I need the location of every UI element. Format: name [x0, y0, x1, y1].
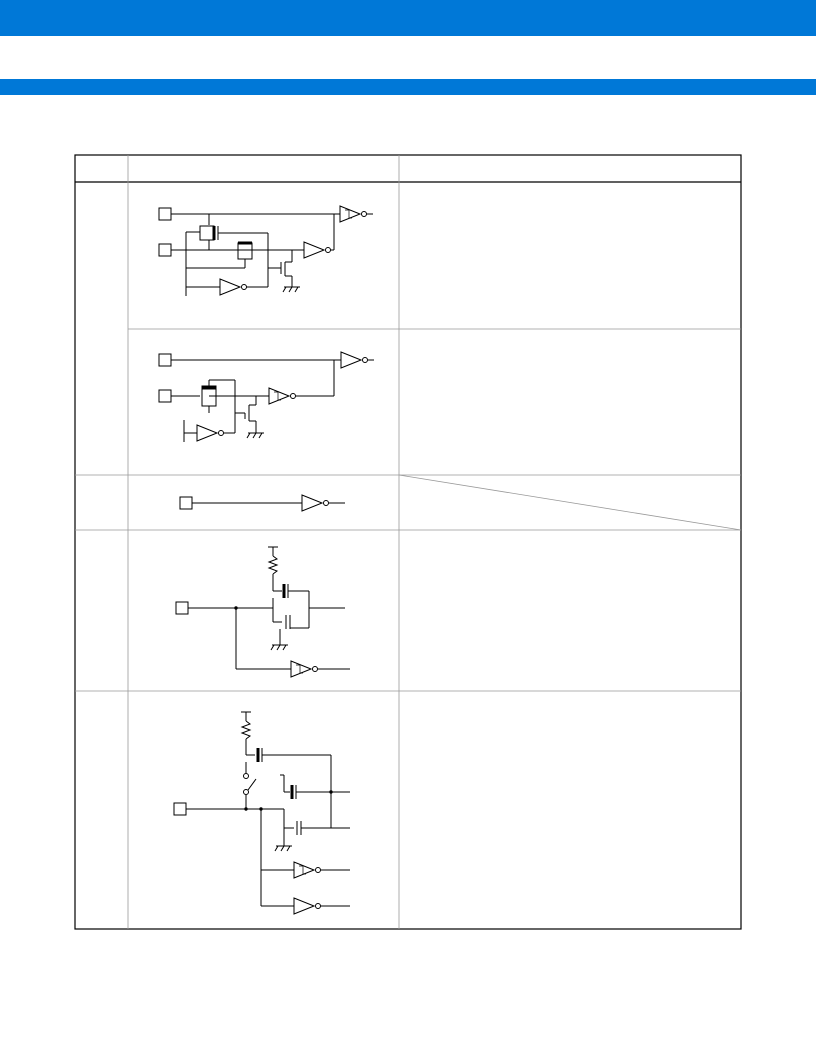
input-schmitt: [290, 660, 313, 678]
circuit-switchable-pull-up: [173, 711, 350, 915]
circuit-input-only: [179, 494, 345, 512]
remarks-diagonal-slash: [398, 474, 742, 531]
table-grid: [74, 154, 742, 930]
input-buffer-2: [293, 897, 316, 915]
inverter-low-2: [196, 424, 219, 442]
circuit-oscillator-sub: [158, 351, 374, 442]
pin-box-x0a: [158, 353, 172, 367]
pin-box-x0: [158, 207, 172, 221]
buffer-schmitt-top: [339, 205, 362, 223]
circuit-oscillator-main: [158, 205, 373, 296]
transistor-body: [199, 225, 215, 241]
transistor-body-2: [237, 242, 253, 260]
inverter-low: [219, 278, 242, 296]
pin-box-x1a: [158, 389, 172, 403]
table-border: [74, 154, 742, 930]
header-bottom-band: [0, 79, 816, 95]
buffer-schmitt-2: [268, 387, 291, 405]
input-schmitt-2: [293, 861, 316, 879]
pin-box-io: [175, 601, 189, 615]
pull-up-switch: [247, 778, 257, 791]
circuit-pull-up-io: [175, 546, 350, 678]
pin-box-input: [179, 496, 193, 510]
header-top-band: [0, 0, 816, 36]
pin-box-x1: [158, 243, 172, 257]
pin-box-io-2: [173, 802, 187, 816]
buffer-top-2: [340, 351, 363, 369]
pull-up-resistor-2: [240, 720, 252, 740]
pull-up-resistor: [267, 555, 279, 575]
input-buffer: [301, 494, 324, 512]
inverter-mid: [303, 241, 326, 259]
